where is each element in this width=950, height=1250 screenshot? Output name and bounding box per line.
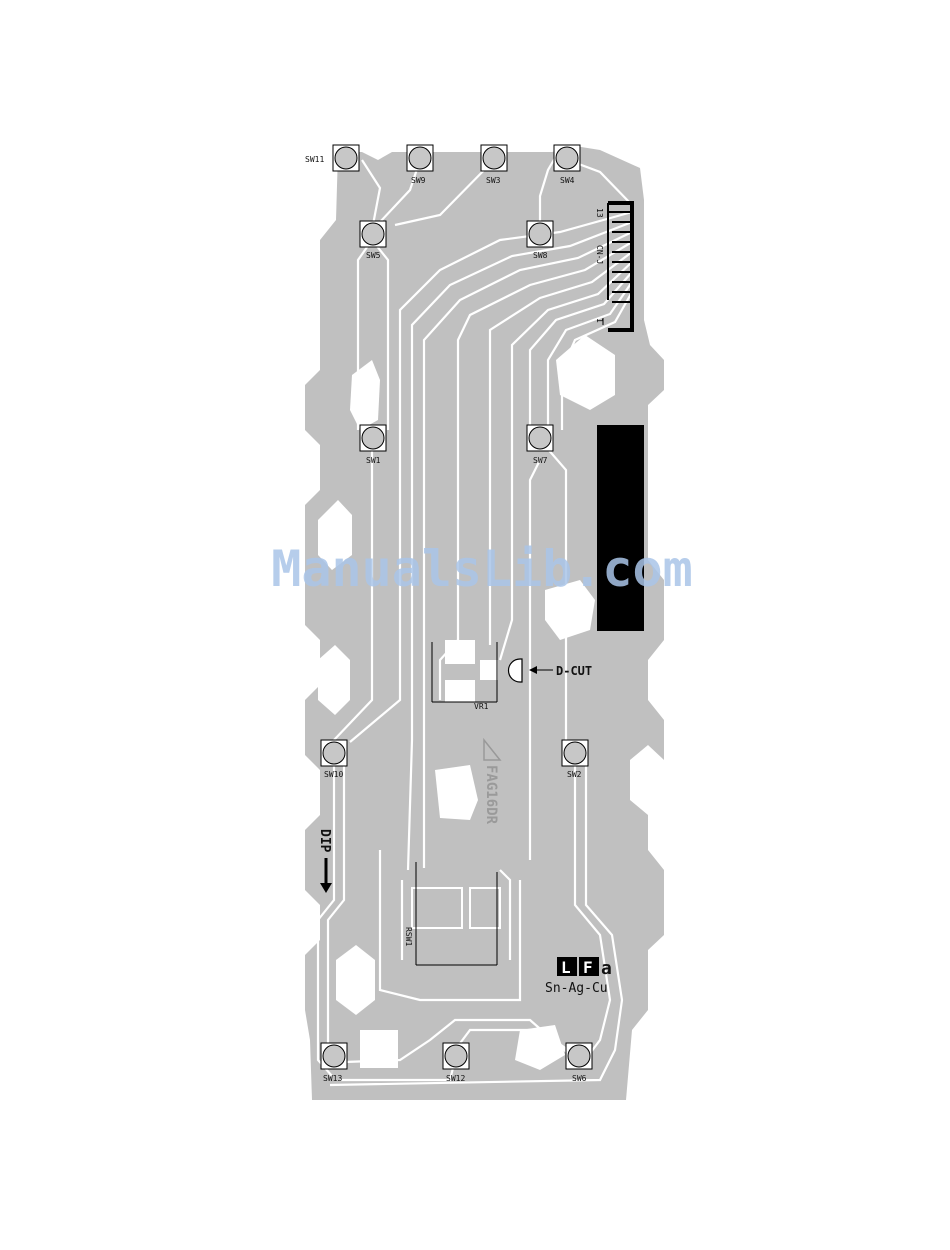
cutout — [435, 765, 478, 820]
pad-circle — [445, 1045, 467, 1067]
switch-label: SW9 — [411, 176, 426, 185]
switch-pad-sw11: SW11 — [305, 145, 359, 171]
switch-label: SW1 — [366, 456, 381, 465]
copper-block — [597, 425, 644, 631]
pad-circle — [362, 223, 384, 245]
pad-circle — [362, 427, 384, 449]
pad-circle — [529, 223, 551, 245]
pad-circle — [483, 147, 505, 169]
switch-label: SW13 — [323, 1074, 342, 1083]
switch-label: SW6 — [572, 1074, 587, 1083]
pad-circle — [529, 427, 551, 449]
pad-circle — [568, 1045, 590, 1067]
switch-label: SW8 — [533, 251, 548, 260]
lf-letter-f: F — [583, 958, 593, 977]
lf-letter-a: a — [601, 958, 612, 979]
switch-label: SW3 — [486, 176, 501, 185]
connector-pin-last: 1 — [595, 318, 604, 323]
connector-label: CN-J — [595, 245, 604, 264]
dip-label: DIP — [317, 829, 332, 853]
pad-circle — [335, 147, 357, 169]
pad-circle — [564, 742, 586, 764]
switch-label: SW7 — [533, 456, 548, 465]
switch-label: SW12 — [446, 1074, 465, 1083]
part-number: FAG16DR — [483, 765, 499, 825]
switch-label: SW10 — [324, 770, 343, 779]
alloy-label: Sn-Ag-Cu — [545, 981, 608, 996]
pad-circle — [409, 147, 431, 169]
switch-label: SW4 — [560, 176, 575, 185]
connector-pin-first: 13 — [595, 208, 604, 218]
pad-circle — [323, 742, 345, 764]
vr1-label: VR1 — [474, 702, 489, 711]
lf-letter-l: L — [561, 958, 571, 977]
switch-label: SW5 — [366, 251, 381, 260]
switch-label: SW2 — [567, 770, 582, 779]
pad-circle — [556, 147, 578, 169]
rsw1-label: RSW1 — [404, 927, 413, 946]
dcut-label: D-CUT — [556, 664, 592, 678]
switch-pad-sw12: SW12 — [443, 1043, 469, 1083]
pad-circle — [323, 1045, 345, 1067]
watermark: ManualsLib.com — [271, 540, 692, 598]
switch-pad-sw10: SW10 — [321, 740, 347, 779]
switch-label: SW11 — [305, 155, 324, 164]
